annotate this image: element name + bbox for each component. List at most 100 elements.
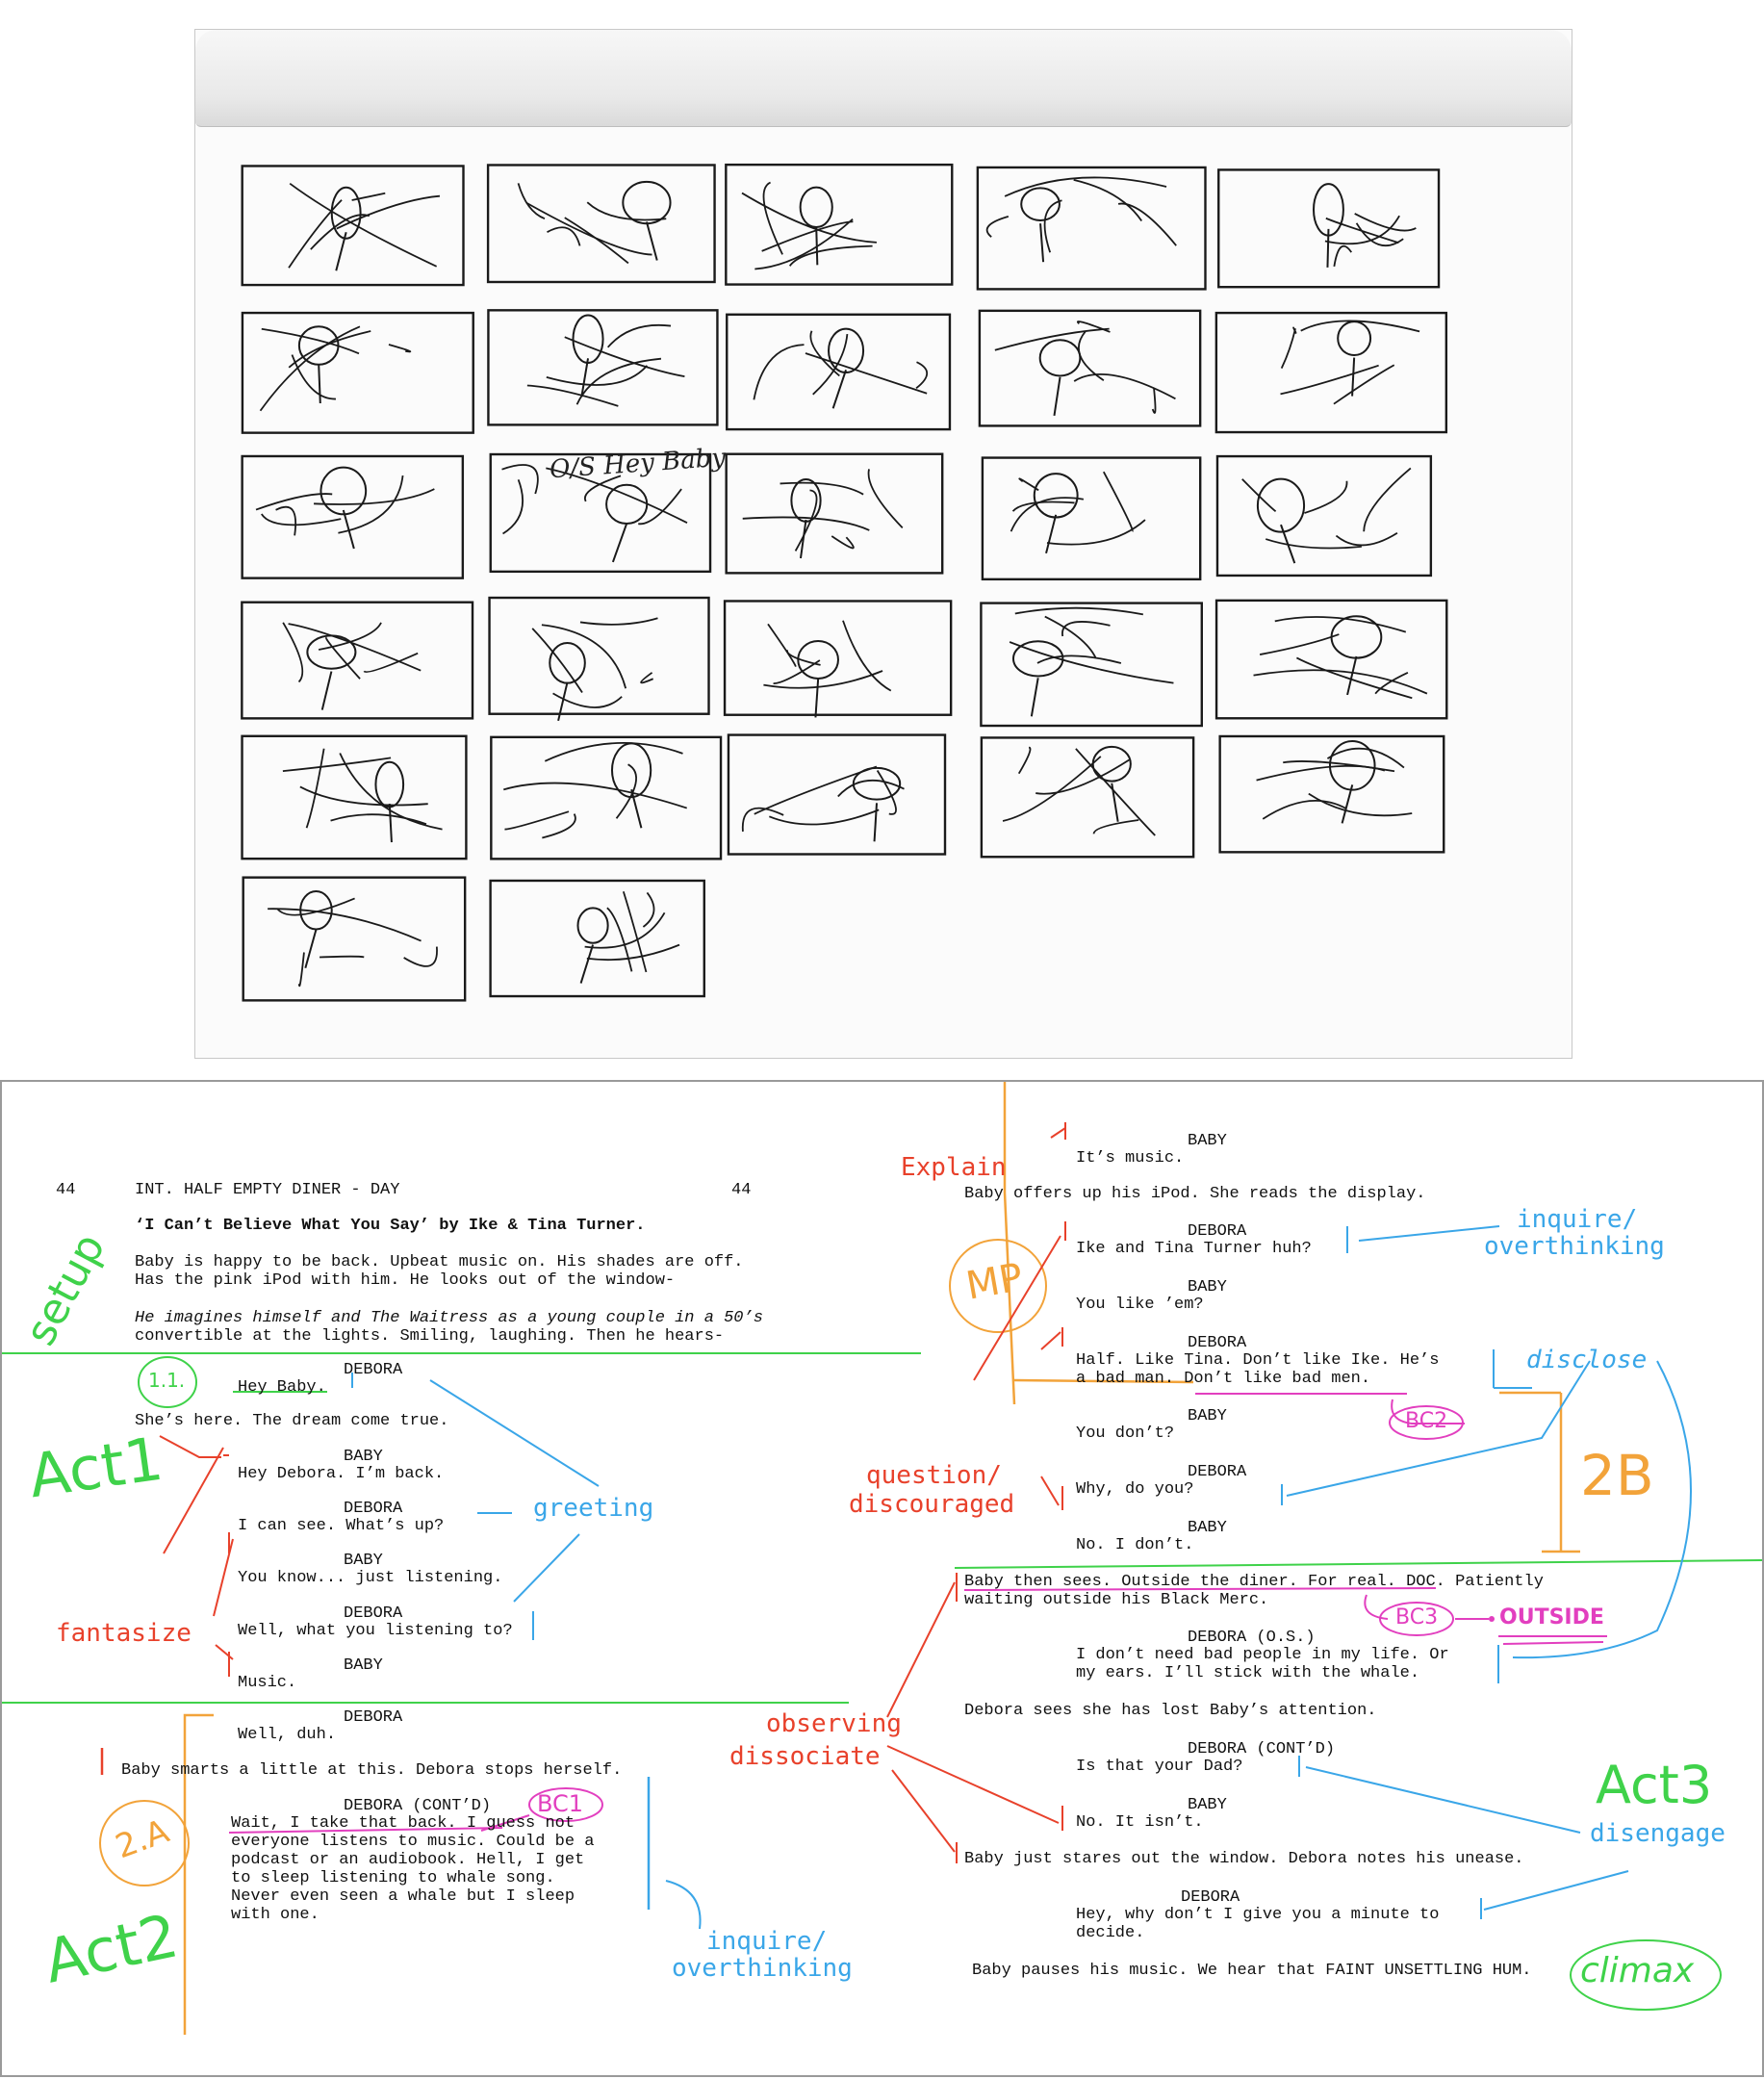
dialogue-line: decide. <box>1076 1924 1145 1942</box>
annotation-climax: climax <box>1580 1951 1695 1990</box>
dialogue-line: You know... just listening. <box>238 1569 503 1587</box>
annotation-observing: observing <box>766 1709 902 1738</box>
action-line: Baby just stares out the window. Debora … <box>964 1850 1524 1868</box>
character-cue: DEBORA <box>1188 1463 1247 1481</box>
dialogue-line: Hey Baby. <box>238 1378 326 1397</box>
scene-heading: INT. HALF EMPTY DINER - DAY <box>135 1181 400 1199</box>
dialogue-line: Wait, I take that back. I guess not <box>231 1814 575 1833</box>
annotation-beat-2a: 2.A <box>110 1811 174 1867</box>
character-cue: BABY <box>344 1656 383 1675</box>
character-cue: BABY <box>1188 1278 1227 1296</box>
annotation-inquire-left-2: overthinking <box>672 1954 853 1983</box>
annotation-discouraged: discouraged <box>849 1490 1015 1519</box>
annotation-explain: Explain <box>901 1153 1007 1182</box>
annotation-fantasize: fantasize <box>56 1619 192 1648</box>
annotation-dissociate: dissociate <box>729 1742 881 1771</box>
dialogue-line: a bad man. Don’t like bad men. <box>1076 1370 1371 1388</box>
dialogue-line: Hey Debora. I’m back. <box>238 1465 445 1483</box>
dialogue-line: You don’t? <box>1076 1424 1175 1443</box>
annotation-bc1: BC1 <box>537 1790 584 1817</box>
storyboard-panel <box>725 452 944 575</box>
character-cue: BABY <box>1188 1407 1227 1425</box>
storyboard-panel <box>1214 599 1448 720</box>
storyboard-panel <box>1217 168 1441 289</box>
dialogue-line: No. I don’t. <box>1076 1536 1194 1554</box>
sketchbook-spiral-roll <box>195 30 1572 127</box>
character-cue: DEBORA <box>344 1361 403 1379</box>
annotation-disclose: disclose <box>1526 1346 1648 1374</box>
storyboard-panel <box>241 601 474 720</box>
annotation-outside: OUTSIDE <box>1499 1605 1604 1630</box>
annotation-setup: setup <box>15 1225 115 1354</box>
annotation-act3: Act3 <box>1596 1755 1713 1815</box>
dialogue-line: Ike and Tina Turner huh? <box>1076 1240 1312 1258</box>
storyboard-panel <box>1215 454 1433 578</box>
storyboard-panel <box>1218 734 1445 854</box>
character-cue: DEBORA <box>344 1604 403 1623</box>
character-cue: DEBORA (CONT’D) <box>344 1797 492 1815</box>
action-line: Debora sees she has lost Baby’s attentio… <box>964 1702 1377 1720</box>
storyboard-panel <box>726 313 952 431</box>
song-title: ‘I Can’t Believe What You Say’ by Ike & … <box>135 1217 646 1235</box>
character-cue: DEBORA (CONT’D) <box>1188 1740 1336 1758</box>
storyboard-thumbnails <box>241 163 1448 1002</box>
scene-number-left: 44 <box>56 1181 76 1199</box>
dialogue-line: It’s music. <box>1076 1149 1185 1168</box>
action-line: convertible at the lights. Smiling, laug… <box>135 1327 725 1346</box>
dialogue-line: Hey, why don’t I give you a minute to <box>1076 1906 1440 1924</box>
storyboard-panel <box>489 879 705 998</box>
action-line: Has the pink iPod with him. He looks out… <box>135 1271 676 1290</box>
dialogue-line: to sleep listening to whale song. <box>231 1869 555 1887</box>
dialogue-line: Half. Like Tina. Don’t like Ike. He’s <box>1076 1351 1440 1370</box>
dialogue-line: I can see. What’s up? <box>238 1517 445 1535</box>
storyboard-panel <box>489 452 712 574</box>
character-cue: BABY <box>344 1448 383 1466</box>
storyboard-panel <box>486 164 716 284</box>
annotation-bc2: BC2 <box>1405 1409 1448 1433</box>
annotation-inquire-left-1: inquire/ <box>706 1927 828 1956</box>
dialogue-line: Music. <box>238 1674 297 1692</box>
dialogue-line: Why, do you? <box>1076 1480 1194 1499</box>
character-cue: DEBORA <box>344 1500 403 1518</box>
character-cue: BABY <box>344 1552 383 1570</box>
dialogue-line: with one. <box>231 1906 320 1924</box>
action-line: waiting outside his Black Merc. <box>964 1591 1269 1609</box>
annotation-act2: Act2 <box>38 1900 185 1997</box>
action-line: Baby smarts a little at this. Debora sto… <box>121 1761 623 1780</box>
dialogue-line: I don’t need bad people in my life. Or <box>1076 1646 1449 1664</box>
storyboard-panel <box>241 165 465 287</box>
storyboard-panel <box>241 311 474 434</box>
dialogue-line: podcast or an audiobook. Hell, I get <box>231 1851 585 1869</box>
scene-number-right: 44 <box>731 1181 752 1199</box>
dialogue-line: everyone listens to music. Could be a <box>231 1833 595 1851</box>
action-line: Baby pauses his music. We hear that FAIN… <box>972 1962 1532 1980</box>
dialogue-line: Well, duh. <box>238 1726 337 1744</box>
annotation-act1: Act1 <box>24 1423 167 1512</box>
storyboard-panel <box>241 454 465 579</box>
dialogue-line: my ears. I’ll stick with the whale. <box>1076 1664 1420 1682</box>
dialogue-line: You like ’em? <box>1076 1296 1204 1314</box>
annotation-beat-1-1: 1.1. <box>148 1369 186 1392</box>
storyboard-panel <box>242 876 467 1002</box>
storyboard-panel <box>241 734 468 860</box>
annotation-inquire-right-2: overthinking <box>1484 1232 1665 1261</box>
storyboard-panel <box>981 456 1202 581</box>
storyboard-panel <box>976 166 1207 291</box>
character-cue: BABY <box>1188 1132 1227 1150</box>
storyboard-panel <box>980 602 1203 728</box>
action-line: Baby then sees. Outside the diner. For r… <box>964 1573 1544 1591</box>
action-line: He imagines himself and The Waitress as … <box>135 1309 763 1327</box>
dialogue-line: Is that your Dad? <box>1076 1758 1243 1776</box>
annotation-beat-2b: 2B <box>1580 1443 1654 1508</box>
character-cue: BABY <box>1188 1519 1227 1537</box>
storyboard-panel <box>727 733 947 856</box>
character-cue: DEBORA <box>344 1708 403 1727</box>
storyboard-panel <box>488 596 710 722</box>
annotation-question: question/ <box>866 1461 1002 1490</box>
dialogue-line: No. It isn’t. <box>1076 1813 1204 1832</box>
action-line: Baby offers up his iPod. She reads the d… <box>964 1185 1426 1203</box>
annotation-disengage: disengage <box>1590 1819 1726 1848</box>
screenplay-page: 44 INT. HALF EMPTY DINER - DAY 44 ‘I Can… <box>0 1080 1764 2077</box>
annotation-greeting: greeting <box>533 1494 654 1523</box>
storyboard-panel <box>490 735 723 860</box>
